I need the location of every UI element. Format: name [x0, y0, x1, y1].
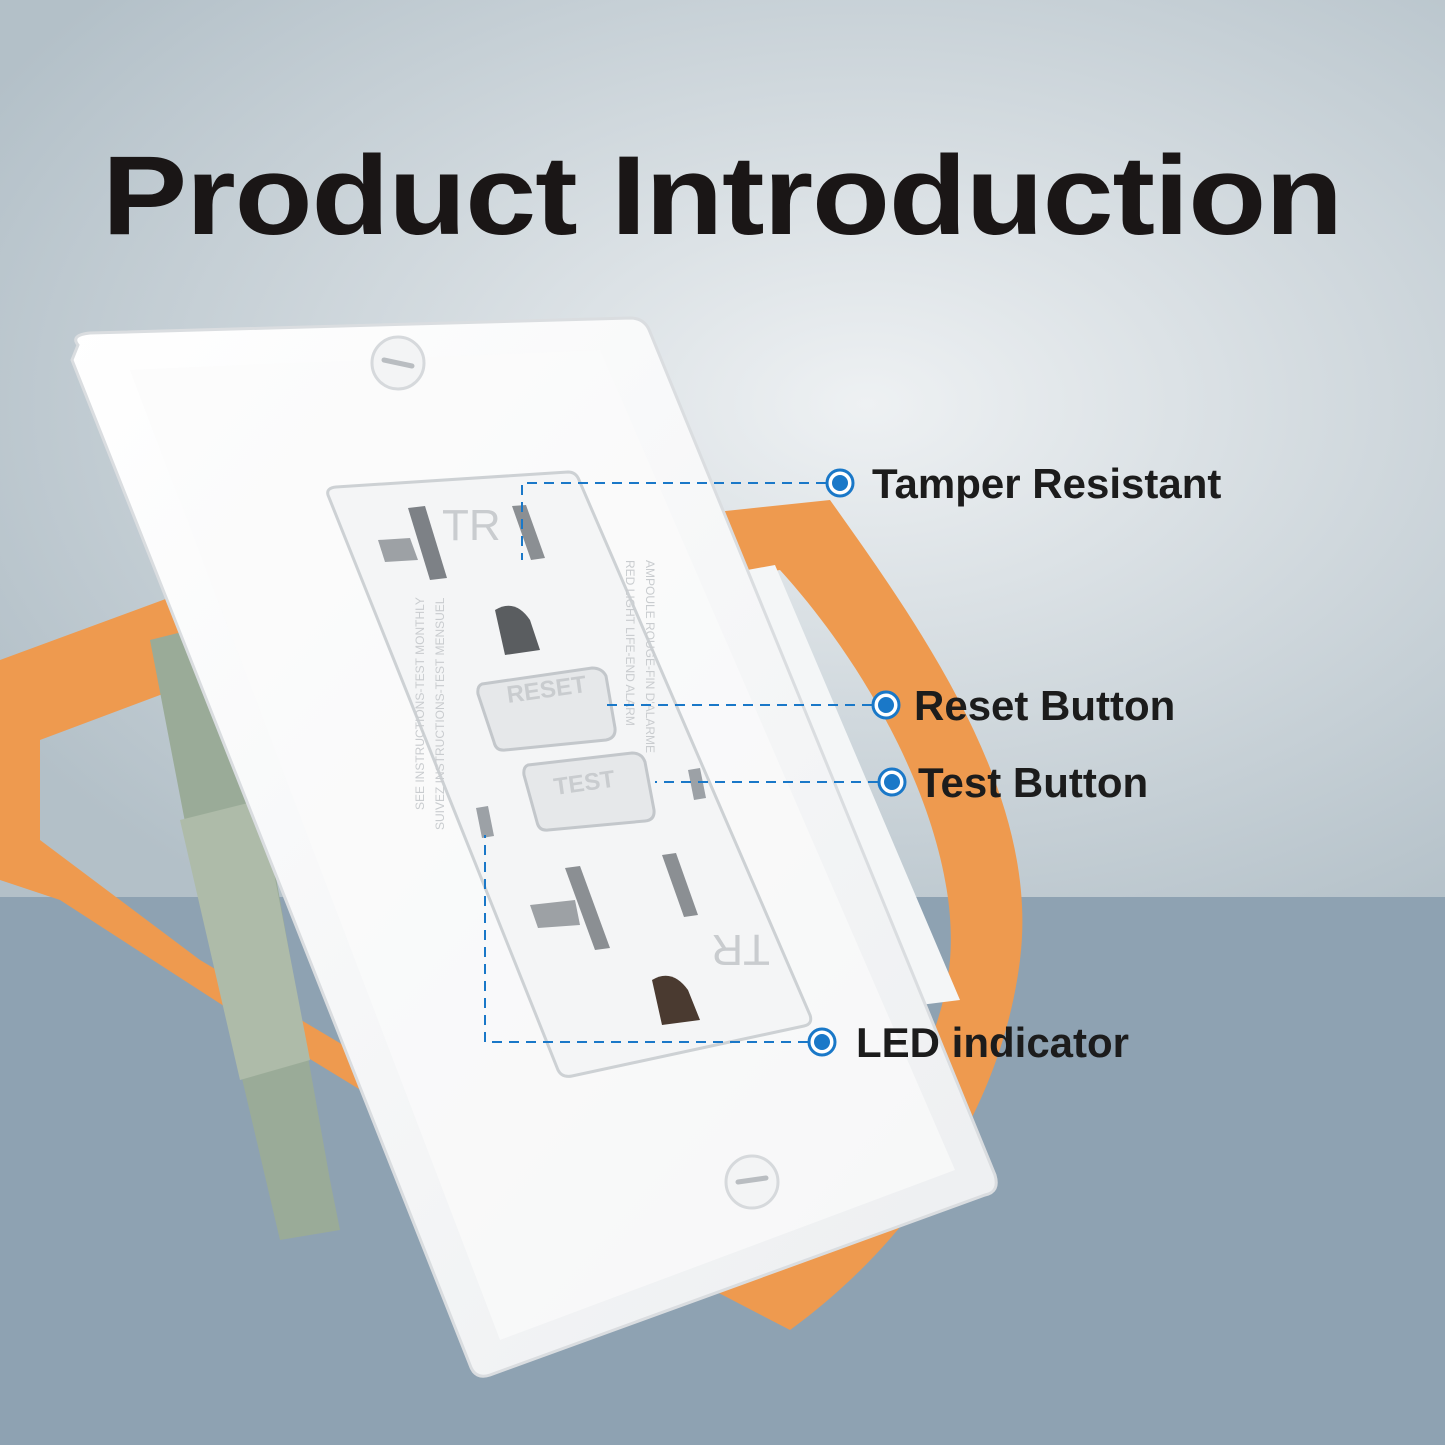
test-button[interactable]: TEST — [522, 751, 656, 832]
screw-bottom-icon — [724, 1154, 780, 1210]
callout-led-indicator: LED indicator — [856, 1019, 1129, 1066]
tr-mark-top: TR — [442, 501, 501, 550]
screw-top-icon — [370, 335, 426, 391]
callout-test-button: Test Button — [918, 759, 1148, 806]
alarm-text-en: RED LIGHT LIFE-END ALARM — [623, 560, 637, 726]
page-title: Product Introduction — [102, 133, 1342, 258]
outlet-top: TR — [378, 501, 545, 655]
mounting-bracket-face — [180, 800, 310, 1080]
instruction-text-fr: SUIVEZ INSTRUCTIONS-TEST MENSUEL — [433, 597, 447, 830]
callout-tamper-resistant: Tamper Resistant — [872, 460, 1221, 507]
instruction-text-en: SEE INSTRUCTIONS-TEST MONTHLY — [413, 597, 427, 810]
reset-button[interactable]: RESET — [476, 666, 617, 752]
led-indicator — [688, 768, 706, 800]
callout-dot-icon — [807, 468, 907, 1057]
callout-lines — [484, 482, 878, 1043]
callout-reset-button: Reset Button — [914, 682, 1175, 729]
led-indicator-lower — [476, 806, 494, 838]
alarm-text-fr: AMPOULE ROUGE-FIN D'ALARME — [643, 560, 657, 753]
outlet-bottom: TR — [530, 853, 770, 1025]
tr-mark-bottom: TR — [711, 925, 770, 974]
